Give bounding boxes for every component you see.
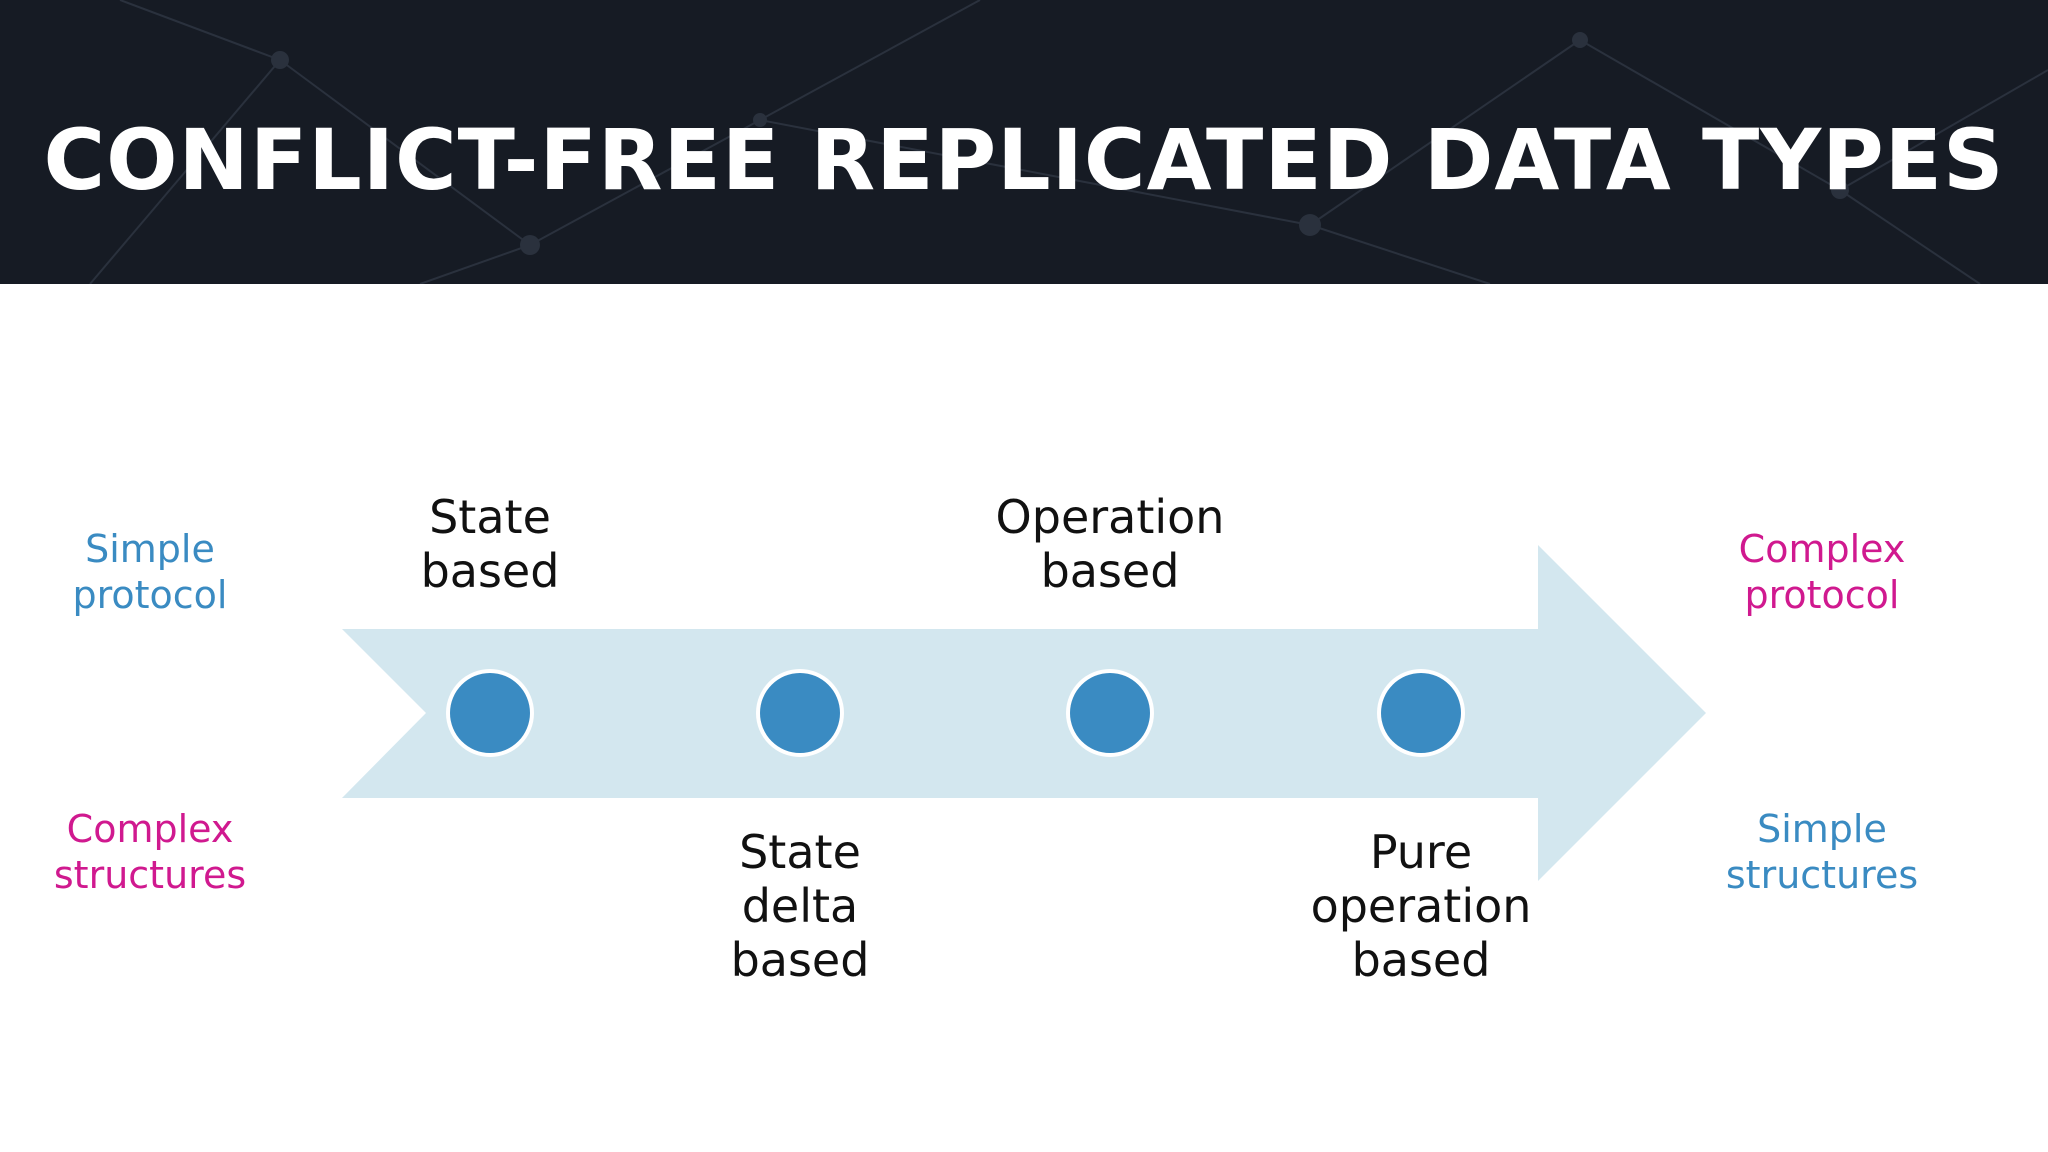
stage-node-1 (446, 669, 534, 757)
stage-1-line-2: based (420, 544, 560, 598)
stage-4-line-3: based (1351, 933, 1491, 987)
stage-node-2 (756, 669, 844, 757)
right-top-label: Complex protocol (1672, 527, 1972, 618)
left-top-label-line-2: protocol (72, 572, 228, 617)
stage-3-line-2: based (1040, 544, 1180, 598)
stage-label-state-based: State based (340, 490, 640, 598)
timeline-arrow (342, 545, 1706, 881)
stage-label-state-delta-based: State delta based (650, 825, 950, 987)
right-bottom-label-line-1: Simple (1757, 807, 1887, 851)
right-top-label-line-2: protocol (1744, 572, 1900, 617)
right-bottom-label: Simple structures (1672, 807, 1972, 898)
stage-2-line-3: based (730, 933, 870, 987)
right-bottom-label-line-2: structures (1725, 852, 1919, 897)
left-bottom-label-line-2: structures (53, 852, 247, 897)
stage-label-pure-operation-based: Pure operation based (1271, 825, 1571, 987)
stage-3-line-1: Operation (995, 490, 1225, 544)
right-top-label-line-1: Complex (1738, 527, 1906, 571)
header-banner: CONFLICT-FREE REPLICATED DATA TYPES (0, 0, 2048, 284)
stage-node-4 (1377, 669, 1465, 757)
network-background-graphic (89, 0, 2048, 284)
stage-label-operation-based: Operation based (960, 490, 1260, 598)
stage-node-3 (1066, 669, 1154, 757)
stage-2-line-1: State (739, 825, 861, 879)
stage-1-line-1: State (429, 490, 551, 544)
stage-2-line-2: delta (741, 879, 859, 933)
left-top-label: Simple protocol (0, 527, 300, 618)
left-bottom-label: Complex structures (0, 807, 300, 898)
slide-title: CONFLICT-FREE REPLICATED DATA TYPES (43, 111, 2005, 209)
left-bottom-label-line-1: Complex (66, 807, 234, 851)
left-top-label-line-1: Simple (85, 527, 215, 571)
stage-4-line-1: Pure (1369, 825, 1473, 879)
stage-4-line-2: operation (1310, 879, 1532, 933)
